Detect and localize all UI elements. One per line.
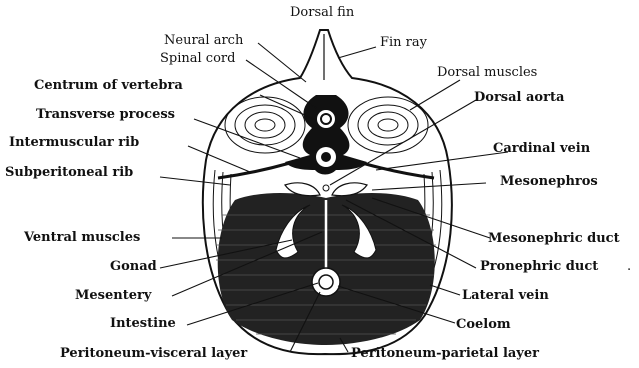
label-mesonephros: Mesonephros <box>500 174 598 189</box>
intestine <box>312 268 340 296</box>
stray-mark: . <box>627 259 631 274</box>
label-lateral-vein: Lateral vein <box>462 288 549 303</box>
label-dorsal-muscles: Dorsal muscles <box>437 65 537 80</box>
label-ventral-muscles: Ventral muscles <box>24 230 140 245</box>
label-gonad: Gonad <box>110 259 157 274</box>
label-intermuscular-rib: Intermuscular rib <box>9 135 139 150</box>
label-transverse-process: Transverse process <box>36 107 175 122</box>
label-spinal-cord: Spinal cord <box>160 51 235 66</box>
label-pronephric-duct: Pronephric duct <box>480 259 598 274</box>
label-dorsal-fin: Dorsal fin <box>290 5 354 20</box>
label-cardinal-vein: Cardinal vein <box>493 141 590 156</box>
label-subperitoneal-rib: Subperitoneal rib <box>5 165 133 180</box>
label-neural-arch: Neural arch <box>164 33 243 48</box>
label-mesentery: Mesentery <box>75 288 151 303</box>
label-peritoneum-parietal-layer: Peritoneum-parietal layer <box>351 346 539 361</box>
label-fin-ray: Fin ray <box>380 35 427 50</box>
dorsal-aorta-vessel <box>323 185 329 191</box>
label-peritoneum-visceral-layer: Peritoneum-visceral layer <box>60 346 247 361</box>
vertebra <box>285 95 367 175</box>
label-dorsal-aorta: Dorsal aorta <box>474 90 564 105</box>
label-intestine: Intestine <box>110 316 176 331</box>
label-mesonephric-duct: Mesonephric duct <box>488 231 620 246</box>
label-coelom: Coelom <box>456 317 511 332</box>
label-centrum-of-vertebra: Centrum of vertebra <box>34 78 183 93</box>
